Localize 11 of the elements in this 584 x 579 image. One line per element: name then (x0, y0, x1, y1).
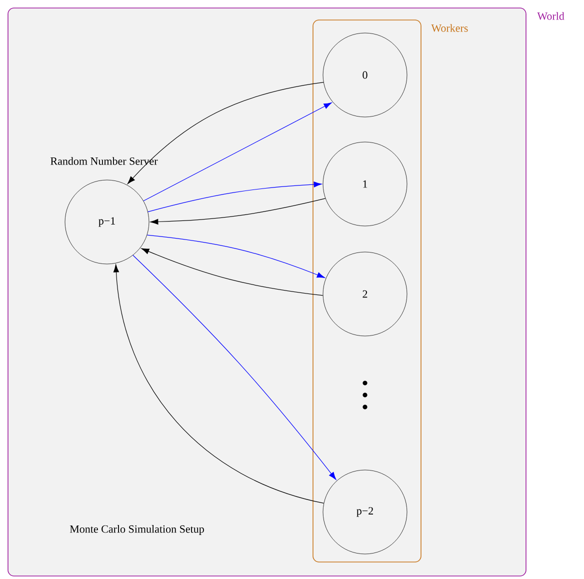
arrow (143, 102, 332, 202)
arrow (113, 264, 324, 504)
arrow (127, 82, 324, 184)
arrow (146, 234, 325, 278)
arrow (150, 198, 326, 225)
arrow (141, 248, 324, 296)
arrow (148, 182, 322, 212)
node-label: Workers (431, 24, 468, 32)
caption-text: Monte Carlo Simulation Setup (70, 525, 204, 535)
arrow (132, 254, 336, 480)
node-label: World (537, 12, 564, 20)
